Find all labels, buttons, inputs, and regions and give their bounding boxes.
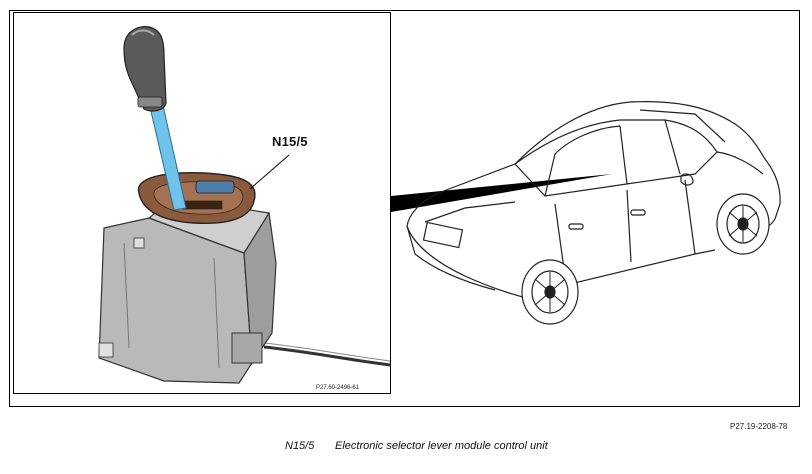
legend-description: Electronic selector lever module control… (335, 440, 548, 452)
figure-reference-code: P27.19-2208-78 (730, 422, 788, 431)
inset-callout-label: N15/5 (272, 134, 308, 149)
inset-reference-code: P27.60-2496-61 (316, 385, 360, 391)
legend-reference: N15/5 (285, 440, 315, 452)
selector-module-inset: N15/5 P27.60-2496-61 (13, 12, 391, 394)
car-drawing (406, 101, 781, 325)
selector-module-drawing (98, 26, 390, 384)
